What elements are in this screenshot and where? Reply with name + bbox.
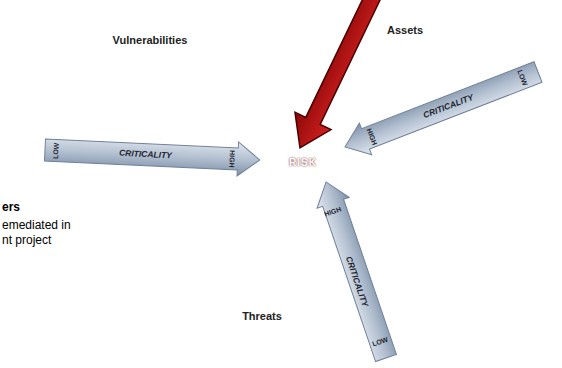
cut-off-note: nt project	[2, 234, 51, 247]
scale-end: LOW	[371, 336, 389, 349]
node-label: Assets	[387, 24, 423, 36]
disc-shape	[23, 20, 367, 210]
node-label: Threats	[242, 310, 282, 322]
assets-disc: Assets	[228, 0, 542, 202]
node-label: Vulnerabilities	[113, 34, 188, 46]
vulnerabilities-disc: Vulnerabilities	[23, 20, 367, 210]
criticality-arrow	[310, 176, 402, 363]
scale-end: LOW	[515, 69, 528, 87]
disc-shape	[153, 148, 447, 352]
scale-end: HIGH	[323, 206, 342, 219]
criticality-arrow	[44, 133, 260, 177]
criticality-arrow	[339, 56, 544, 163]
threats-disc: Threats	[153, 148, 447, 352]
scale-end: HIGH	[365, 127, 378, 146]
axis-label: CRITICALITY	[118, 149, 171, 161]
axis-label: CRITICALITY	[422, 93, 475, 121]
node-label: RISK	[289, 157, 317, 168]
cut-off-note: emediated in	[2, 219, 71, 232]
cut-off-heading: ers	[2, 201, 20, 214]
axis-label: CRITICALITY	[343, 255, 369, 308]
scale-end: LOW	[52, 143, 61, 160]
risk-region: RISK	[255, 140, 355, 185]
scale-end: HIGH	[228, 150, 237, 168]
disc-shape	[228, 0, 542, 202]
pointer-arrow	[282, 0, 393, 157]
